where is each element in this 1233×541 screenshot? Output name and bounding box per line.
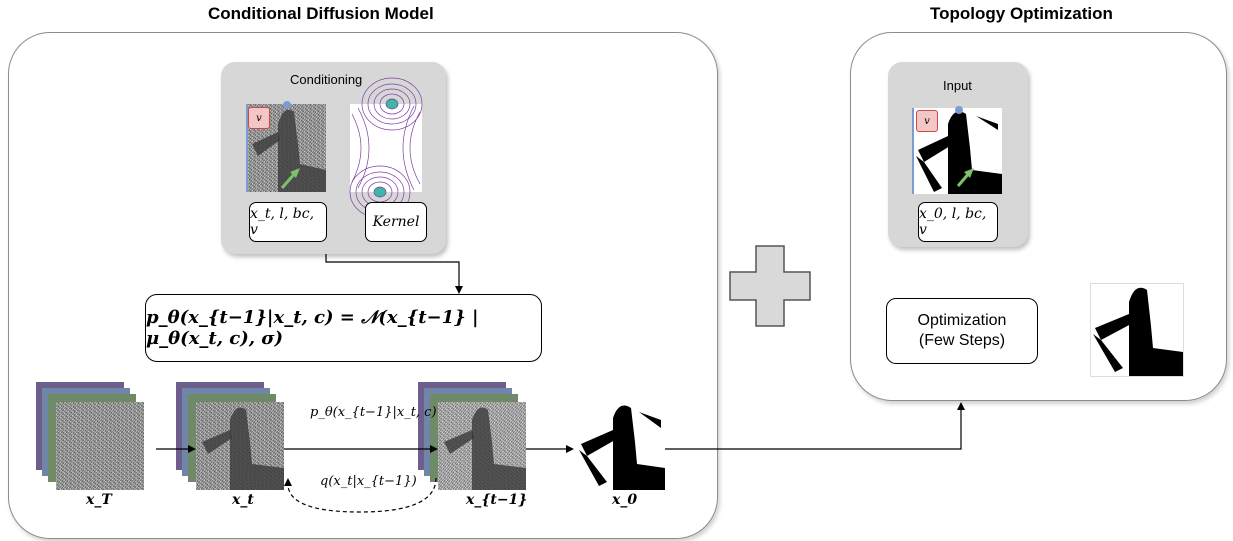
- load-arrow-icon: [280, 168, 300, 189]
- reverse-process-formula: p_θ(x_{t−1}|x_t, c) = 𝒩(x_{t−1} | μ_θ(x_…: [145, 294, 542, 362]
- input-variables-box: x_0, l, bc, v: [918, 202, 998, 242]
- kernel-text: Kernel: [372, 214, 420, 230]
- stack-x-T: [36, 382, 156, 492]
- input-load-tag: v: [916, 110, 938, 132]
- stack-x-t-minus-1: [418, 382, 538, 492]
- final-design-image: [577, 402, 665, 490]
- optimization-line1: Optimization: [917, 312, 1007, 329]
- stack-x-t: [176, 382, 296, 492]
- conditioning-connector: [325, 254, 463, 294]
- kernel-box: Kernel: [365, 202, 427, 242]
- support-point-icon: [283, 101, 291, 109]
- optimization-box: Optimization (Few Steps): [886, 298, 1038, 364]
- label-x-t: x_t: [232, 492, 254, 508]
- label-x-T: x_T: [86, 492, 112, 508]
- input-variables-text: x_0, l, bc, v: [919, 206, 987, 238]
- plus-icon: [729, 245, 811, 327]
- reverse-step-label: p_θ(x_{t−1}|x_t, c): [310, 405, 437, 420]
- kernel-contour-image: [349, 77, 423, 219]
- diffusion-model-title: Conditional Diffusion Model: [208, 4, 434, 23]
- input-label: Input: [943, 78, 972, 93]
- label-x-0: x_0: [612, 492, 638, 508]
- conditioning-label: Conditioning: [290, 72, 363, 87]
- optimized-design-image: [1090, 283, 1184, 377]
- formula-text: p_θ(x_{t−1}|x_t, c) = 𝒩(x_{t−1} | μ_θ(x_…: [146, 307, 479, 349]
- load-tag: v: [248, 107, 270, 129]
- optimization-line2: (Few Steps): [918, 332, 1006, 349]
- forward-step-label: q(x_t|x_{t−1}): [320, 474, 417, 489]
- conditioning-variables-box: x_t, l, bc, v: [249, 202, 327, 242]
- conditioning-variables-text: x_t, l, bc, v: [250, 206, 315, 238]
- topology-optimization-title: Topology Optimization: [930, 4, 1113, 23]
- label-x-t-minus-1: x_{t−1}: [466, 492, 528, 508]
